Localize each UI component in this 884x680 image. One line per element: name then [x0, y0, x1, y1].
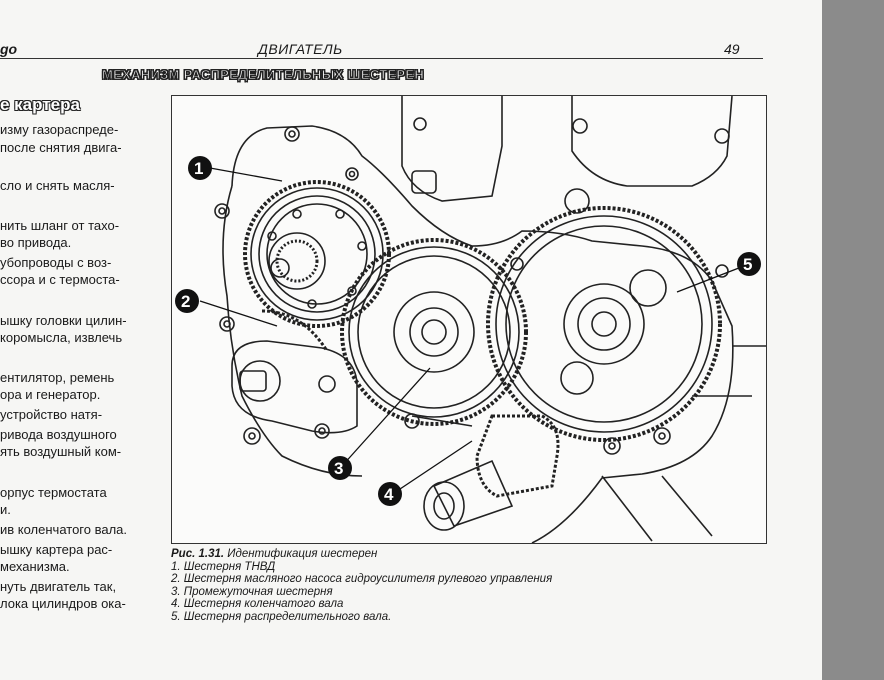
body-line: ора и генератор.: [0, 387, 101, 402]
body-line: ив коленчатого вала.: [0, 522, 128, 537]
body-line: механизма.: [0, 559, 70, 574]
body-line: сло и снять масля-: [0, 178, 115, 193]
body-line: коромысла, извлечь: [0, 330, 123, 345]
body-line: нуть двигатель так,: [0, 579, 117, 594]
body-line: ышку картера рас-: [0, 542, 113, 557]
body-line: ышку головки цилин-: [0, 313, 127, 328]
body-line: во привода.: [0, 235, 72, 250]
body-line: ривода воздушного: [0, 427, 117, 442]
caption-number: Рис. 1.31.: [171, 548, 225, 560]
caption-item-4: 4. Шестерня коленчатого вала: [171, 598, 344, 610]
gear-diagram: 1 2 3 4 5: [175, 96, 766, 543]
body-line: орпус термостата: [0, 485, 107, 500]
caption-title-text: Идентификация шестерен: [227, 548, 378, 560]
body-line: ссора и с термоста-: [0, 272, 120, 287]
body-line: убопроводы с воз-: [0, 255, 112, 270]
callout-2: [175, 289, 199, 313]
body-line: ять воздушный ком-: [0, 444, 122, 459]
body-line: и.: [0, 502, 11, 517]
caption-item-3: 3. Промежуточная шестерня: [171, 585, 333, 598]
body-line: лока цилиндров ока-: [0, 596, 126, 611]
callout-label-3: 3: [334, 459, 343, 478]
callout-5: [737, 252, 761, 276]
running-head-chapter: ДВИГАТЕЛЬ: [258, 41, 343, 57]
caption-title: Рис. 1.31. Идентификация шестерен: [171, 548, 552, 561]
callout-1: [188, 156, 212, 180]
page-number: 49: [724, 41, 740, 57]
callout-3: [328, 456, 352, 480]
callout-label-4: 4: [384, 485, 394, 504]
running-head-left: go: [0, 41, 18, 57]
gear-diagram-figure: 1 2 3 4 5: [171, 95, 767, 544]
section-banner: МЕХАНИЗМ РАСПРЕДЕЛИТЕЛЬНЫХ ШЕСТЕРЕН: [101, 67, 425, 83]
callout-4: [378, 482, 402, 506]
body-line: изму газораспреде-: [0, 122, 119, 137]
callout-label-1: 1: [194, 159, 203, 178]
header-rule: [0, 58, 763, 59]
body-line: ентилятор, ремень: [0, 370, 115, 385]
caption-item-1: 1. Шестерня ТНВД: [171, 560, 276, 573]
callout-label-5: 5: [743, 255, 752, 274]
caption-item-2: 2. Шестерня масляного насоса гидроусилит…: [171, 573, 553, 585]
book-page: go ДВИГАТЕЛЬ 49 МЕХАНИЗМ РАСПРЕДЕЛИТЕЛЬН…: [0, 41, 767, 623]
page-edge-shadow: [822, 0, 884, 680]
figure-caption: Рис. 1.31. Идентификация шестерен 1. Шес…: [171, 548, 552, 623]
body-line: нить шланг от тахо-: [0, 218, 120, 233]
subsection-title: е картера: [0, 95, 80, 114]
body-line: после снятия двига-: [0, 140, 122, 155]
caption-item-5: 5. Шестерня распределительного вала.: [171, 610, 392, 623]
callout-label-2: 2: [181, 292, 190, 311]
body-line: устройство натя-: [0, 407, 103, 422]
